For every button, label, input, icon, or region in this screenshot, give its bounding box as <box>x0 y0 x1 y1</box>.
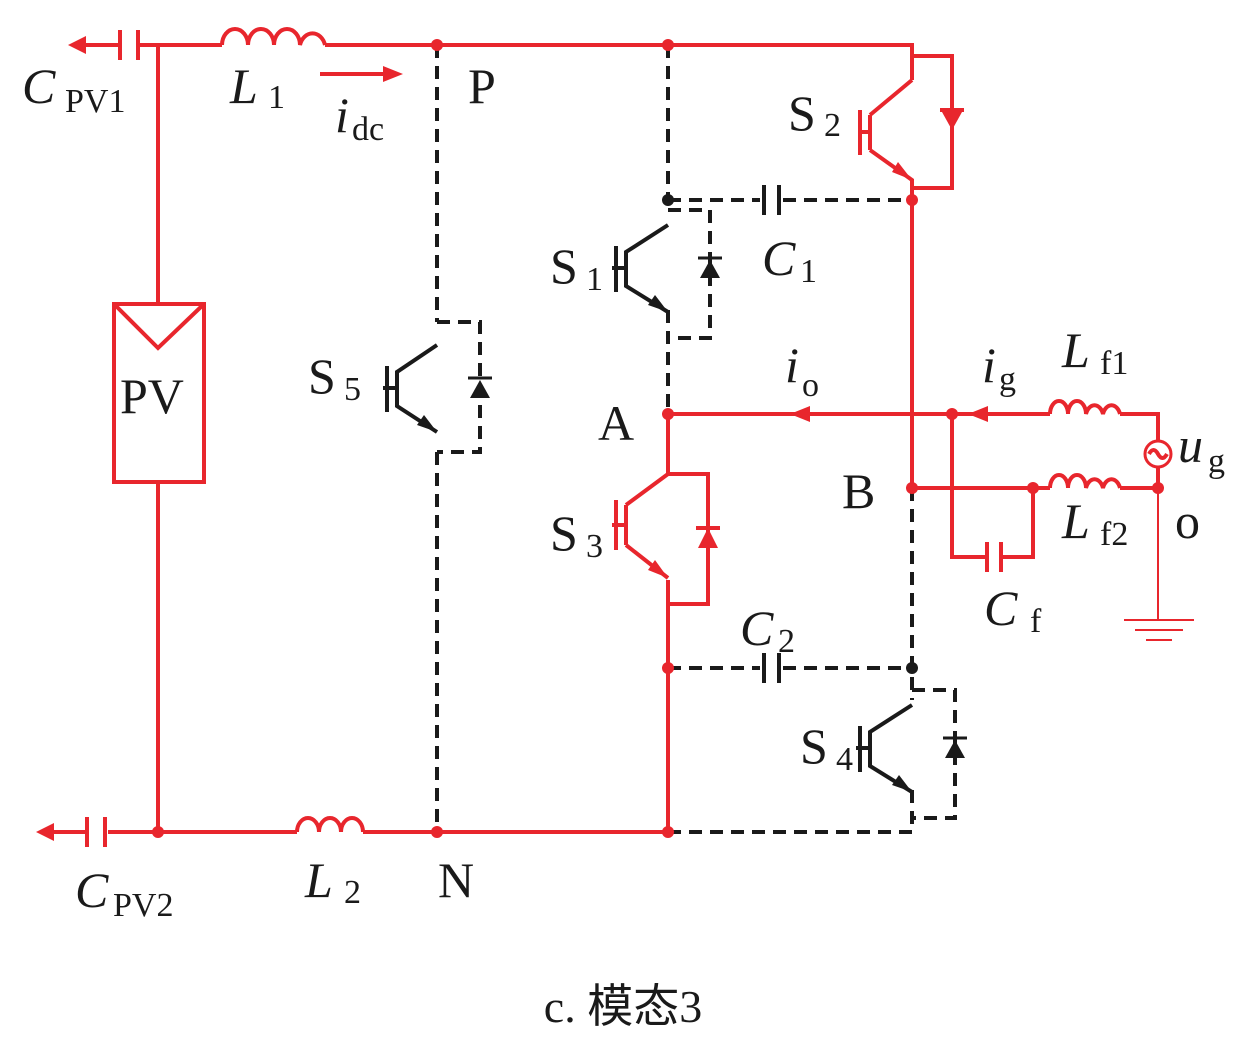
label-l1-main: L <box>229 58 258 114</box>
label-s3-sub: 3 <box>586 528 603 565</box>
label-idc-sub: dc <box>352 111 384 148</box>
capacitor-cf <box>985 542 1003 572</box>
label-c1-sub: 1 <box>800 253 817 290</box>
pv-module <box>112 302 206 484</box>
inductor-l2 <box>295 816 365 833</box>
label-c2-main: C <box>740 600 774 656</box>
switch-s5 <box>383 343 492 434</box>
current-arrows <box>320 66 988 422</box>
label-s5-main: S <box>308 348 336 404</box>
capacitor-c1 <box>762 185 781 215</box>
capacitor-cpv2 <box>36 817 107 847</box>
label-s2-main: S <box>788 85 816 141</box>
label-node-b: B <box>842 463 875 519</box>
label-lf1-main: L <box>1061 322 1090 378</box>
label-cpv1-sub: PV1 <box>65 83 125 120</box>
label-pv: PV <box>120 368 184 424</box>
active-wiring <box>50 43 1194 834</box>
label-s1-main: S <box>550 238 578 294</box>
inductor-lf1 <box>1048 399 1122 415</box>
label-lf2-main: L <box>1061 493 1090 549</box>
label-node-o: o <box>1175 493 1200 549</box>
label-c2-sub: 2 <box>778 623 795 660</box>
label-l2-main: L <box>304 852 333 908</box>
grid-source-icon <box>1143 439 1173 469</box>
label-ug-main: u <box>1178 417 1203 473</box>
label-s3-main: S <box>550 505 578 561</box>
label-cf-main: C <box>984 580 1018 636</box>
label-cpv1-main: C <box>22 58 56 114</box>
inductor-l1 <box>220 27 327 46</box>
label-idc-main: i <box>335 87 349 143</box>
label-node-n: N <box>438 852 474 908</box>
switch-s4 <box>856 703 967 794</box>
label-c1-main: C <box>762 230 796 286</box>
labels: C PV1 L 1 i dc P N A B o PV S 2 S 1 S 5 … <box>22 58 1225 1032</box>
switch-s1 <box>612 223 722 314</box>
switch-s2 <box>858 54 964 190</box>
label-lf2-sub: f2 <box>1100 516 1128 553</box>
label-node-a: A <box>598 395 634 451</box>
switch-s3 <box>612 472 720 606</box>
label-l1-sub: 1 <box>268 79 285 116</box>
label-l2-sub: 2 <box>344 874 361 911</box>
label-lf1-sub: f1 <box>1100 345 1128 382</box>
label-cf-sub: f <box>1030 603 1042 640</box>
inactive-wiring <box>435 45 957 834</box>
label-s1-sub: 1 <box>586 261 603 298</box>
capacitor-c2 <box>762 653 781 683</box>
label-cpv2-main: C <box>75 862 109 918</box>
label-ig-sub: g <box>999 361 1016 398</box>
capacitor-cpv1 <box>68 30 140 60</box>
label-io-main: i <box>785 337 799 393</box>
label-io-sub: o <box>802 367 819 404</box>
label-node-p: P <box>468 58 496 114</box>
label-s5-sub: 5 <box>344 371 361 408</box>
label-s4-main: S <box>800 718 828 774</box>
label-s4-sub: 4 <box>836 741 853 778</box>
label-cpv2-sub: PV2 <box>113 887 173 924</box>
figure-caption: c. 模态3 <box>544 981 702 1032</box>
label-ig-main: i <box>982 337 996 393</box>
inductor-lf2 <box>1048 473 1122 489</box>
label-ug-sub: g <box>1208 443 1225 480</box>
junction-dots <box>152 39 1164 838</box>
label-s2-sub: 2 <box>824 107 841 144</box>
